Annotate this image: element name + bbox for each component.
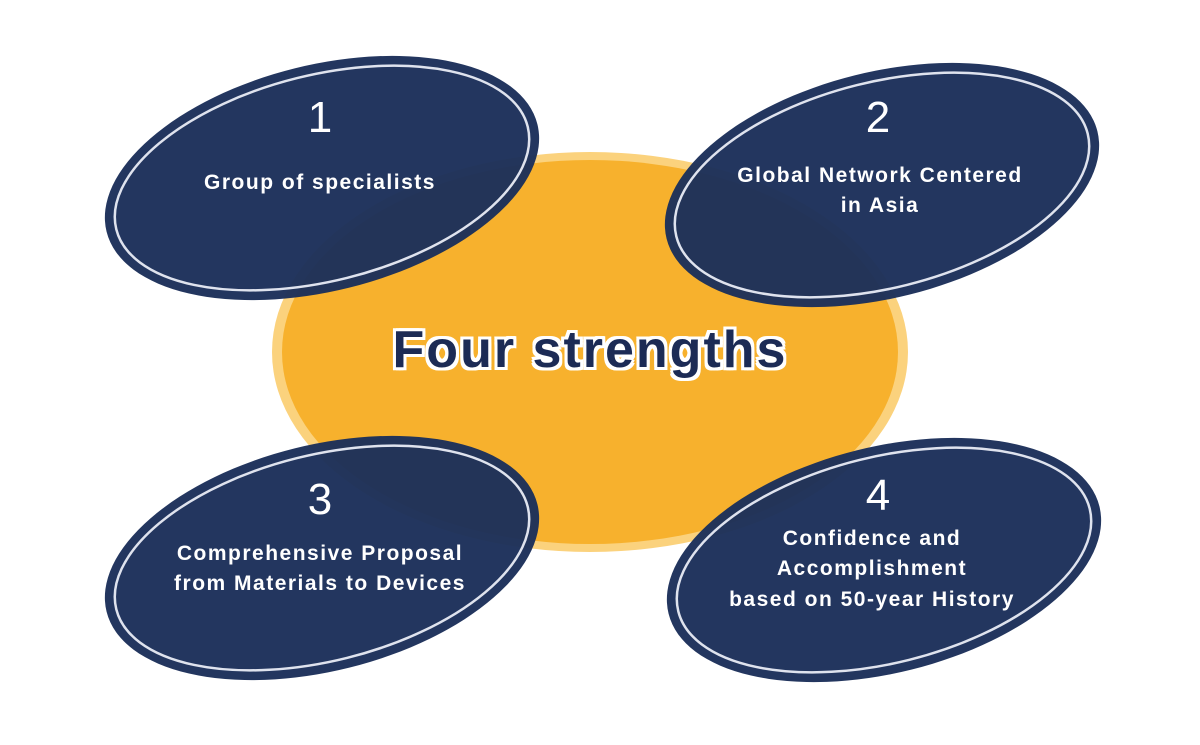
strength-4-number: 4	[865, 471, 891, 520]
strength-1-ellipse	[104, 55, 540, 301]
strength-2-text: Global Network Centered in Asia	[737, 164, 1023, 218]
strength-1-text: Group of specialists	[204, 171, 436, 194]
strength-3-ellipse	[104, 435, 540, 681]
center-title: Four strengths	[392, 321, 788, 379]
strength-4-ellipse	[666, 437, 1102, 683]
strength-3-number: 3	[307, 475, 333, 524]
strength-3-text: Comprehensive Proposal from Materials to…	[174, 542, 466, 596]
strength-2-ellipse	[664, 62, 1100, 308]
strength-4-text: Confidence and Accomplishment based on 5…	[729, 527, 1015, 611]
strength-1-number: 1	[307, 93, 333, 142]
strength-2-number: 2	[865, 93, 891, 142]
